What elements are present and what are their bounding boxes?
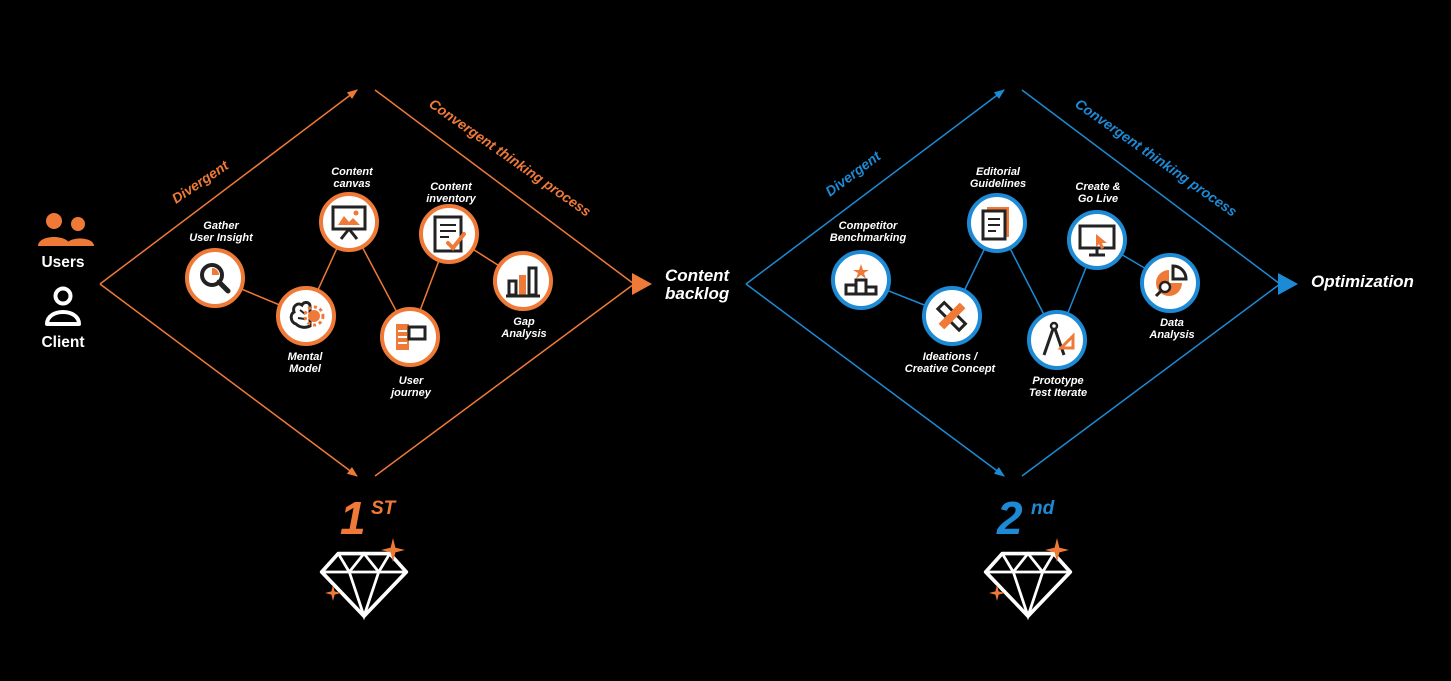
actor-client: Client — [41, 286, 85, 351]
node-gap-analysis: Gap Analysis — [493, 251, 553, 340]
node-label-line-1: Competitor — [839, 220, 898, 232]
users-label: Users — [41, 254, 84, 271]
document-icon — [981, 205, 1011, 241]
diamond-gem-icon — [983, 551, 1073, 618]
node-data-analysis: Data Analysis — [1140, 253, 1200, 341]
divergent-edge-bottom — [745, 283, 1005, 477]
client-label: Client — [41, 334, 84, 351]
sparkle-icon — [381, 538, 405, 562]
node-label-line-1: Create & — [1075, 181, 1120, 193]
divergent-label: Divergent — [822, 147, 884, 199]
node-label-line-1: Gather — [203, 220, 239, 232]
node-ideations-creative-concept: Ideations / Creative Concept — [905, 286, 997, 375]
rank-suffix: ST — [371, 498, 397, 519]
node-label-line-1: Editorial — [976, 166, 1021, 178]
sparkle-icon — [1045, 538, 1069, 562]
node-label-line-2: Benchmarking — [830, 232, 907, 244]
node-label-line-2: canvas — [333, 178, 370, 190]
output-arrow-icon — [632, 273, 652, 295]
diamond-2: Divergent Convergent thinking process Co… — [745, 89, 1414, 618]
node-mental-model: Mental Model — [276, 286, 336, 375]
rank-suffix: nd — [1031, 498, 1055, 519]
node-label-line-2: Guidelines — [970, 178, 1026, 190]
node-gather-user-insight: Gather User Insight — [185, 220, 254, 308]
node-label-line-2: Creative Concept — [905, 363, 997, 375]
node-label-line-1: Ideations / — [923, 351, 979, 363]
node-label-line-1: Data — [1160, 317, 1184, 329]
user-icon — [45, 286, 81, 326]
node-label-line-1: User — [399, 375, 424, 387]
node-label-line-2: Test Iterate — [1029, 387, 1087, 399]
output-label-line-2: backlog — [665, 284, 730, 303]
convergent-edge-top — [374, 89, 635, 285]
diamond-1: Divergent Convergent thinking process Ga… — [99, 89, 731, 618]
node-label-line-2: journey — [389, 387, 432, 399]
node-label-line-2: Go Live — [1078, 193, 1118, 205]
node-label-line-2: inventory — [426, 193, 476, 205]
node-label-line-2: Model — [289, 363, 322, 375]
convergent-edge-bottom — [374, 283, 635, 477]
node-user-journey: User journey — [380, 307, 440, 399]
output-label: Optimization — [1311, 272, 1414, 291]
divergent-label: Divergent — [169, 156, 233, 206]
users-icon — [38, 213, 94, 246]
rank-number: 1 — [340, 492, 366, 544]
divergent-edge-top — [745, 89, 1005, 285]
node-label-line-1: Mental — [288, 351, 324, 363]
diamond-gem-icon — [319, 551, 409, 618]
output-arrow-icon — [1278, 273, 1298, 295]
actor-users: Users — [38, 213, 94, 271]
node-content-canvas: Content canvas — [319, 166, 379, 252]
node-label-line-2: Analysis — [1148, 329, 1194, 341]
node-label-line-1: Content — [331, 166, 374, 178]
rank-number: 2 — [996, 492, 1023, 544]
node-label-line-1: Content — [430, 181, 473, 193]
node-content-inventory: Content inventory — [419, 181, 479, 264]
node-label-line-2: User Insight — [189, 232, 254, 244]
divergent-edge-top — [99, 89, 358, 285]
convergent-edge-bottom — [1021, 283, 1281, 477]
node-label-line-1: Gap — [513, 316, 535, 328]
node-label-line-2: Analysis — [500, 328, 546, 340]
node-prototype-test-iterate: Prototype Test Iterate — [1027, 310, 1087, 399]
divergent-edge-bottom — [99, 283, 358, 477]
node-create-go-live: Create & Go Live — [1067, 181, 1127, 270]
output-label-line-1: Content — [665, 266, 731, 285]
convergent-edge-top — [1021, 89, 1281, 285]
node-label-line-1: Prototype — [1032, 375, 1083, 387]
node-competitor-benchmarking: Competitor Benchmarking — [830, 220, 907, 310]
node-editorial-guidelines: Editorial Guidelines — [967, 166, 1027, 253]
